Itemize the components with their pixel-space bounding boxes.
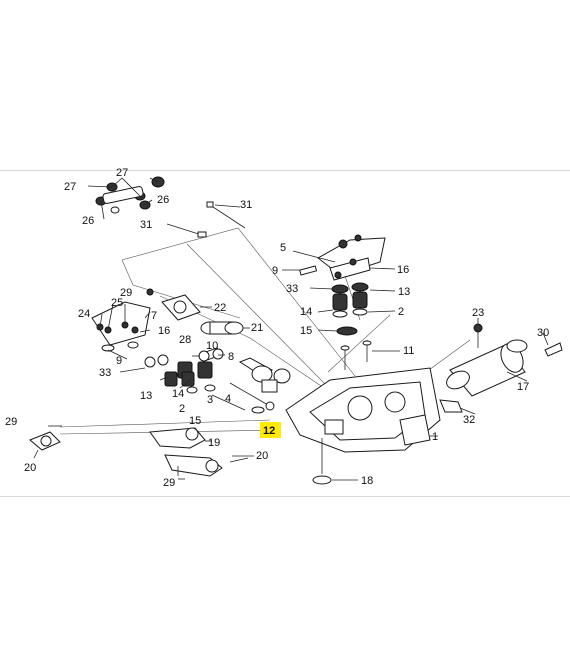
rocker-assembly-right [282,234,396,281]
callout-31: 31 [240,199,252,211]
callout-33: 33 [99,367,111,379]
callout-31: 31 [140,219,152,231]
valve-springs-right [309,282,396,336]
callout-19: 19 [208,437,220,449]
callout-27: 27 [64,181,76,193]
callout-11: 11 [403,345,414,357]
callout-12-highlight [260,422,281,438]
intake-pipe [446,318,563,397]
callout-20: 20 [24,462,36,474]
diagram-frame [0,170,570,497]
callout-5: 5 [280,242,286,254]
callout-28: 28 [179,334,191,346]
pushrods [166,201,246,238]
callout-33: 33 [286,283,298,295]
camshaft [238,357,291,393]
callout-3: 3 [207,394,213,406]
callout-12-highlighted: 12 [263,425,275,437]
rocker-assembly-left [91,301,151,360]
callout-9: 9 [116,355,122,367]
callout-22: 22 [214,302,226,314]
callout-30: 30 [537,327,549,339]
callout-29: 29 [163,477,175,489]
rocker-arm-lower [29,425,254,480]
callout-9: 9 [272,265,278,277]
callout-8: 8 [228,351,234,363]
valve-springs-left [119,347,275,414]
callout-27: 27 [116,167,128,179]
callout-26: 26 [82,215,94,227]
callout-2: 2 [398,306,404,318]
callout-14: 14 [300,306,312,318]
callout-15: 15 [300,325,312,337]
callout-2: 2 [179,403,185,415]
bushing [200,321,250,335]
valve-bottom [312,438,358,485]
callout-1: 1 [432,431,438,443]
callout-25: 25 [111,297,123,309]
callout-17: 17 [517,381,529,393]
callout-16: 16 [158,325,170,337]
callout-7: 7 [151,310,157,322]
callout-15: 15 [189,415,201,427]
callout-labels: 27 27 26 26 31 31 5 9 16 33 13 14 2 15 1… [5,167,549,489]
callout-4: 4 [225,393,231,405]
callout-14: 14 [172,388,184,400]
callout-32: 32 [463,414,475,426]
cam-cover [146,288,212,321]
callout-29: 29 [120,287,132,299]
callout-21: 21 [251,322,263,334]
valves-right [340,340,400,370]
rocker-cluster-top-left [87,176,165,220]
callout-18: 18 [361,475,373,487]
callout-24: 24 [78,308,90,320]
callout-29: 29 [5,416,17,428]
callout-10: 10 [206,340,218,352]
cylinder-head [285,367,476,453]
callout-13: 13 [398,286,410,298]
callout-20: 20 [256,450,268,462]
callout-26: 26 [157,194,169,206]
callout-13: 13 [140,390,152,402]
callout-23: 23 [472,307,484,319]
callout-16: 16 [397,264,409,276]
